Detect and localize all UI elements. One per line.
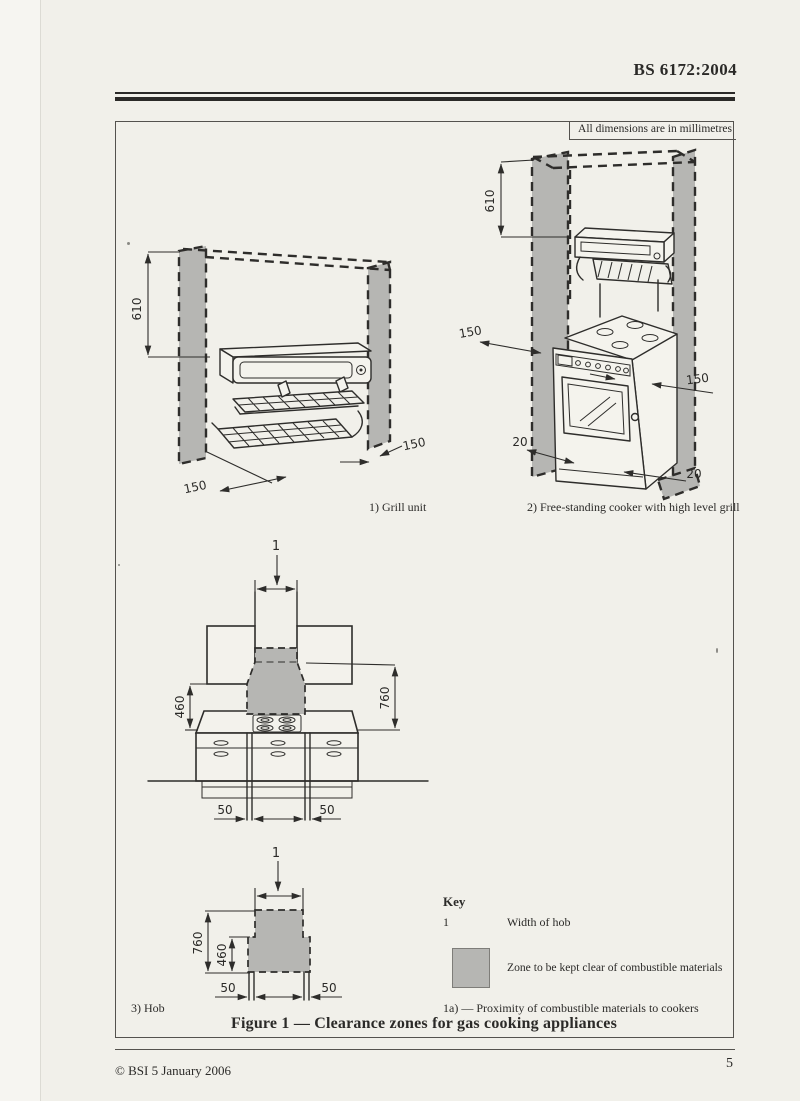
dim-150-right-label: 150 — [685, 371, 709, 388]
caption-cooker: 2) Free-standing cooker with high level … — [527, 500, 740, 514]
dim-50-right-label: 50 — [321, 981, 336, 995]
figure-subcaption: 1a) — Proximity of combustible materials… — [443, 1001, 699, 1015]
grill-unit-diagram: 610 — [130, 244, 427, 496]
clearance-low-dimension: 460 — [173, 683, 247, 731]
ref-1-label: 1 — [272, 539, 280, 554]
dim-150-left-label: 150 — [183, 478, 208, 496]
key-item2-label: Zone to be kept clear of combustible mat… — [507, 961, 723, 974]
depth-dimension-right: 150 — [340, 435, 427, 466]
figure-frame — [115, 121, 734, 1038]
dim-150-left-label: 150 — [458, 323, 483, 341]
depth-dimension-left: 150 — [183, 451, 287, 496]
cooker-body — [552, 315, 678, 490]
height-dimension: 610 — [483, 159, 570, 238]
clearance-zone — [246, 647, 306, 715]
standard-reference: BS 6172:2004 — [633, 60, 737, 79]
dim-460-label: 460 — [215, 944, 229, 967]
dim-20-left-label: 20 — [512, 435, 527, 449]
dim-50-right-label: 50 — [319, 803, 334, 817]
height-dimension: 610 — [130, 251, 210, 358]
dim-50-left-label: 50 — [217, 803, 232, 817]
clearance-zone-panels — [530, 148, 702, 501]
key-item1-symbol: 1 — [443, 915, 449, 929]
dim-20-right-label: 20 — [686, 467, 701, 481]
grill-appliance — [219, 342, 372, 384]
dimensions-note: All dimensions are in millimetres — [569, 121, 736, 140]
side-dimensions: 50 50 — [215, 981, 342, 1001]
scan-page-edge — [0, 0, 41, 1101]
caption-grill-unit: 1) Grill unit — [369, 500, 427, 514]
base-dimension-right: 20 — [623, 467, 702, 482]
ref-1-label: 1 — [272, 846, 280, 861]
dim-760-label: 760 — [191, 932, 205, 955]
dim-610-label: 610 — [130, 298, 144, 321]
header-rule-thin — [115, 92, 735, 94]
dim-50-left-label: 50 — [220, 981, 235, 995]
hob-burners — [252, 714, 302, 733]
dim-150-right-label: 150 — [402, 435, 427, 453]
dim-460-label: 460 — [173, 696, 187, 719]
key-item1-label: Width of hob — [507, 915, 571, 929]
scan-speck — [118, 564, 120, 566]
clearance-low-dimension: 460 — [215, 936, 250, 972]
header-rule-thick — [115, 96, 735, 101]
dim-760-label: 760 — [378, 687, 392, 710]
key-zone-swatch — [452, 948, 490, 988]
dim-610-label: 610 — [483, 190, 497, 213]
grill-pan-racks — [211, 376, 365, 449]
clearance-zone — [247, 909, 311, 1001]
clearance-high-dimension: 760 — [305, 662, 400, 731]
base-dimension-left: 20 — [512, 435, 575, 464]
side-dimension-left: 150 — [458, 323, 542, 355]
footer-rule — [115, 1048, 735, 1051]
key-title: Key — [443, 894, 466, 909]
hob-diagram: 1 760 460 50 50 — [191, 846, 342, 1001]
page-number: 5 — [726, 1056, 733, 1071]
side-dimension-right: 150 — [589, 371, 714, 394]
clearance-high-dimension: 760 — [191, 910, 255, 974]
hob-width-reference: 1 — [254, 539, 298, 627]
caption-hob: 3) Hob — [131, 1001, 165, 1015]
high-level-grill — [574, 227, 675, 318]
hob-width-reference: 1 — [254, 846, 304, 912]
side-dimensions: 50 50 — [214, 803, 341, 823]
hob-installed-diagram: 1 — [147, 539, 429, 823]
wall-cabinets — [206, 625, 353, 685]
footer-copyright: © BSI 5 January 2006 — [115, 1063, 232, 1078]
figure-caption: Figure 1 — Clearance zones for gas cooki… — [231, 1015, 617, 1032]
cooker-diagram: 610 — [458, 148, 714, 501]
clearance-zone-panels — [177, 244, 392, 466]
scan-speck — [716, 648, 718, 653]
counter-unit — [147, 710, 429, 821]
scan-speck — [127, 242, 130, 245]
